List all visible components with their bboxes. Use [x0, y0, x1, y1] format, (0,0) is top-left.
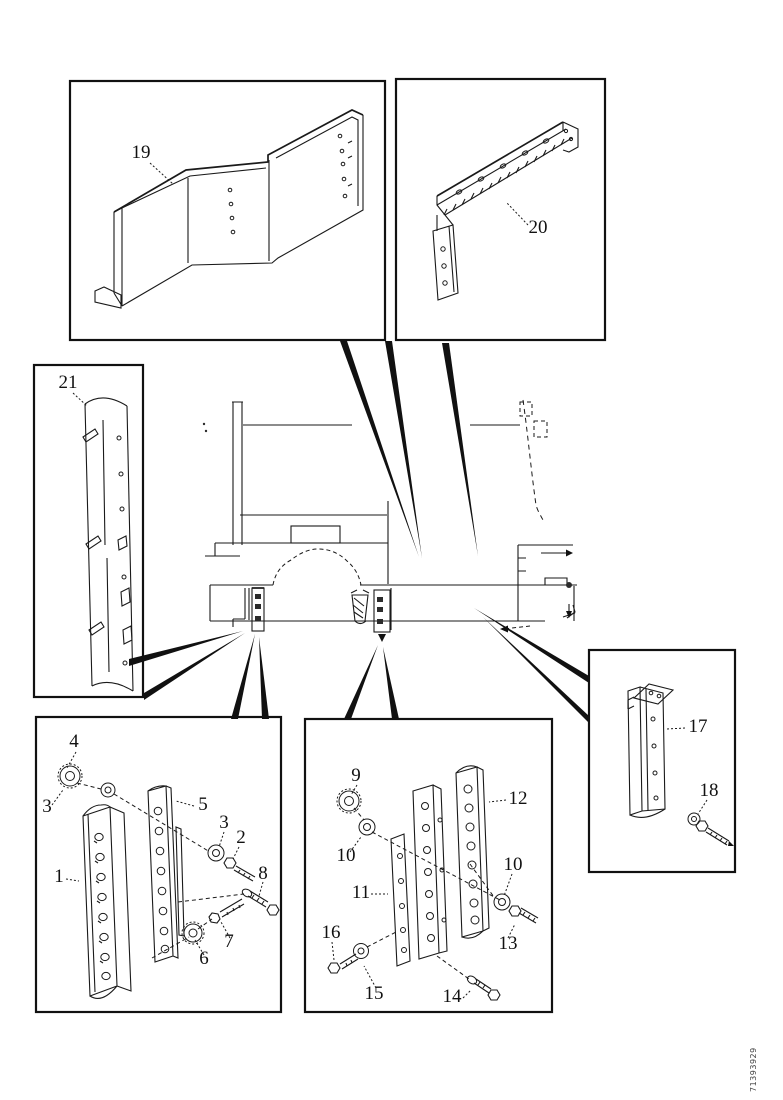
- callout-6: 6: [199, 948, 209, 969]
- tractor-side-view: [202, 399, 577, 642]
- left-mount-bracket: [232, 587, 265, 632]
- leader-7: [220, 921, 231, 939]
- leader-21: [72, 392, 88, 407]
- inset-right: 17 18: [587, 648, 737, 874]
- inset-frame: [303, 717, 554, 1014]
- small-hardware-indicator: [562, 604, 576, 619]
- leader-5: [175, 800, 195, 807]
- leader-13: [507, 923, 516, 939]
- callout-3a: 3: [42, 796, 52, 817]
- callout-10a: 10: [337, 845, 356, 866]
- leader-6: [194, 939, 205, 956]
- callout-8: 8: [258, 863, 268, 884]
- callout-20: 20: [529, 217, 548, 238]
- part-18-bolt: [687, 812, 734, 846]
- leader-19: [149, 162, 174, 185]
- leader-1: [65, 878, 80, 882]
- leader-17: [666, 727, 686, 730]
- inset-mid-left: 21: [32, 363, 145, 699]
- callout-3b: 3: [219, 812, 229, 833]
- callout-11: 11: [352, 882, 370, 903]
- part-14-bolt: [466, 975, 501, 1001]
- wheel-arch: [272, 548, 362, 586]
- inset-frame: [68, 79, 387, 342]
- deck-line: [205, 542, 388, 557]
- part-2-bolt-with-washer: [207, 844, 256, 882]
- part-13-bolt: [508, 905, 539, 924]
- inset-frame: [34, 715, 283, 1014]
- inset-bottom-left: 4 3 1 5 3 2 8 7 6: [34, 715, 283, 1014]
- part-19-step-plate: [94, 109, 364, 309]
- part-20-angle-rail: [432, 121, 579, 301]
- callout-15: 15: [365, 983, 384, 1004]
- part-16-bolt: [327, 953, 359, 974]
- callout-4: 4: [69, 731, 79, 752]
- inset-bottom-center: 9 10 11 12 10 13 16 15 14: [303, 717, 554, 1014]
- callout-10b: 10: [504, 854, 523, 875]
- part-1-channel-plate: [82, 804, 132, 999]
- part-7-bolt: [208, 898, 245, 924]
- leader-arrows: [129, 341, 589, 723]
- callout-13: 13: [499, 933, 518, 954]
- leader-15: [363, 965, 377, 989]
- inset-frame: [32, 363, 145, 699]
- inset-frame: [394, 77, 607, 342]
- part-11-channel-plate: [390, 784, 448, 967]
- callout-16: 16: [322, 922, 341, 943]
- part-4-flange-nut: [57, 763, 83, 789]
- part-10-washer-upper: [358, 818, 376, 836]
- part-17-channel-bracket: [627, 683, 675, 818]
- toolbox: [290, 525, 341, 544]
- callout-12: 12: [509, 788, 528, 809]
- part-6-flange-nut: [181, 921, 205, 945]
- leader-3b: [218, 831, 225, 848]
- doc-number: 71393929: [749, 1047, 758, 1092]
- leader-16: [331, 941, 335, 961]
- inset-top-left: 19: [68, 79, 387, 342]
- part-15-washer: [353, 943, 369, 959]
- callout-7: 7: [224, 931, 234, 952]
- rear-frame: [500, 399, 576, 633]
- leader-9: [350, 784, 358, 796]
- frame-rail: [209, 584, 577, 622]
- leader-12: [488, 799, 507, 803]
- part-5-plate: [147, 785, 185, 963]
- leader-3a: [51, 789, 64, 806]
- callout-14: 14: [443, 986, 463, 1007]
- leader-10a: [349, 836, 362, 853]
- callout-21: 21: [59, 372, 78, 393]
- callout-17: 17: [689, 716, 708, 737]
- leader-14: [462, 989, 472, 999]
- part-8-bolt: [241, 888, 280, 916]
- callout-1: 1: [54, 866, 64, 887]
- leader-8: [258, 881, 264, 897]
- rops-post: [232, 401, 243, 545]
- leader-4: [66, 751, 77, 769]
- rubber-bumper: [350, 589, 370, 625]
- leader-10b: [503, 873, 513, 897]
- rear-pole-dashed: [522, 399, 544, 521]
- part-9-flange-nut: [336, 788, 362, 814]
- center-mount-bracket: [350, 588, 392, 642]
- part-21-channel-bracket: [82, 397, 134, 692]
- inset-frame: [587, 648, 737, 874]
- callout-18: 18: [700, 780, 719, 801]
- part-3-washer-upper: [100, 782, 116, 798]
- leader-2: [232, 846, 240, 860]
- callout-19: 19: [132, 142, 151, 163]
- callout-5: 5: [198, 794, 208, 815]
- callout-2: 2: [236, 827, 246, 848]
- leader-18: [697, 799, 708, 815]
- part-10-washer-lower: [493, 893, 511, 911]
- leader-20: [506, 202, 529, 226]
- callout-9: 9: [351, 765, 361, 786]
- part-12-plate: [455, 765, 490, 939]
- inset-top-right: 20: [394, 77, 607, 342]
